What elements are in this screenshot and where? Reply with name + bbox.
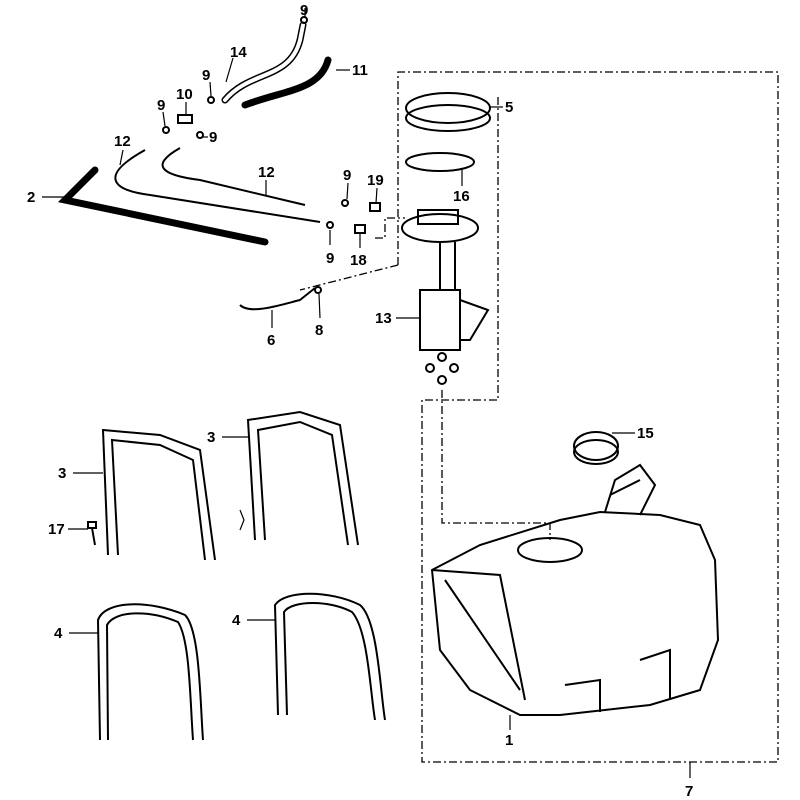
callout-7: 7 <box>685 783 693 800</box>
strap-3-left <box>101 428 216 561</box>
hose-11 <box>241 56 332 109</box>
callout-9: 9 <box>343 167 351 184</box>
callout-9: 9 <box>209 129 217 146</box>
callout-12: 12 <box>258 164 275 181</box>
lock-ring-5 <box>405 92 491 132</box>
callout-9: 9 <box>157 97 165 114</box>
callout-labels: 9 14 11 9 10 9 9 5 12 12 9 19 16 2 9 18 … <box>27 2 693 800</box>
filler-cap-15 <box>573 431 619 465</box>
fuel-pump-13 <box>401 209 490 385</box>
callout-12: 12 <box>114 133 131 150</box>
strap-3-right <box>239 410 359 546</box>
assembly-boundary <box>299 71 779 763</box>
callout-16: 16 <box>453 188 470 205</box>
callout-10: 10 <box>176 86 193 103</box>
strap-4-left <box>96 603 204 741</box>
callout-13: 13 <box>375 310 392 327</box>
callout-9: 9 <box>300 2 308 19</box>
fuel-tank-1 <box>430 463 720 716</box>
callout-3: 3 <box>58 465 66 482</box>
callout-4: 4 <box>54 625 63 642</box>
callout-5: 5 <box>505 99 513 116</box>
callout-1: 1 <box>505 732 513 749</box>
callout-19: 19 <box>367 172 384 189</box>
callout-14: 14 <box>230 44 247 61</box>
hose-14 <box>221 21 307 104</box>
callout-11: 11 <box>352 62 368 79</box>
leader-lines <box>42 8 691 778</box>
small-fittings <box>162 16 381 294</box>
callout-9: 9 <box>202 67 210 84</box>
hose-6 <box>239 287 316 311</box>
bolt-17 <box>87 521 97 546</box>
seal-16 <box>405 152 475 172</box>
callout-4: 4 <box>232 612 241 629</box>
callout-8: 8 <box>315 322 323 339</box>
callout-15: 15 <box>637 425 654 442</box>
callout-3: 3 <box>207 429 215 446</box>
callout-2: 2 <box>27 189 35 206</box>
hose-2 <box>57 166 269 246</box>
strap-4-right <box>273 592 386 721</box>
callout-9: 9 <box>326 250 334 267</box>
callout-6: 6 <box>267 332 275 349</box>
callout-17: 17 <box>48 521 65 538</box>
callout-18: 18 <box>350 252 367 269</box>
pipes-12 <box>114 147 321 223</box>
